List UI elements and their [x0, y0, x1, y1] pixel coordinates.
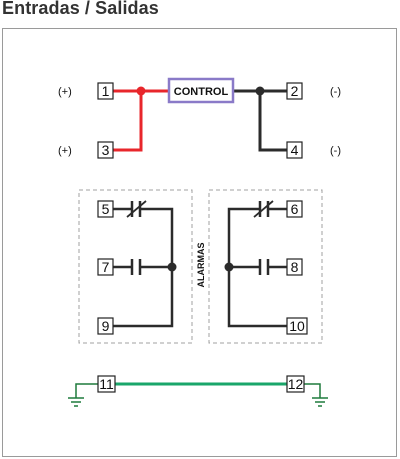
- terminal-7-label: 7: [102, 259, 110, 275]
- terminal-9-label: 9: [102, 318, 110, 334]
- terminal-12: 12: [286, 375, 305, 393]
- positive-wiring: [113, 89, 169, 152]
- terminal-11-label: 11: [99, 376, 114, 392]
- terminal-5-label: 5: [102, 201, 110, 217]
- terminal-1-label: 1: [102, 83, 110, 99]
- control-box: CONTROL: [167, 77, 235, 104]
- ground-lead-right: [302, 383, 321, 398]
- diagram-frame: [2, 28, 397, 457]
- terminal-9: 9: [97, 317, 114, 335]
- terminal-12-label: 12: [288, 376, 304, 392]
- ground-icon-left: [68, 397, 84, 407]
- negative-wiring: [233, 89, 287, 152]
- terminal-2: 2: [286, 82, 303, 100]
- wire-3-branch: [113, 91, 143, 152]
- alarm-box-left: [78, 189, 193, 344]
- control-label: CONTROL: [174, 86, 229, 98]
- terminal-7: 7: [97, 258, 114, 276]
- polarity-2: (-): [330, 86, 341, 98]
- negative-junction: [255, 86, 265, 96]
- right-relay-wiring: [227, 200, 287, 328]
- polarity-4: (-): [330, 145, 341, 157]
- ground-icon-right: [312, 397, 328, 407]
- page-title: Entradas / Salidas: [2, 0, 159, 18]
- positive-junction: [136, 86, 146, 96]
- terminal-2-label: 2: [291, 83, 299, 99]
- terminal-8: 8: [286, 258, 303, 276]
- ground-lead-left: [75, 383, 98, 398]
- polarity-3: (+): [58, 145, 72, 157]
- terminal-4-label: 4: [291, 142, 299, 158]
- polarity-1: (+): [58, 86, 72, 98]
- terminal-6: 6: [286, 200, 303, 218]
- alarm-label: ALARMAS: [196, 243, 206, 288]
- left-relay-junction: [167, 262, 177, 272]
- terminal-5: 5: [97, 200, 114, 218]
- terminal-6-label: 6: [291, 201, 299, 217]
- terminal-3: 3: [97, 141, 114, 159]
- wire-4-branch: [258, 91, 287, 152]
- terminal-4: 4: [286, 141, 303, 159]
- terminal-8-label: 8: [291, 259, 299, 275]
- alarm-box-right: [208, 189, 323, 344]
- terminal-10: 10: [286, 317, 308, 335]
- ground-wiring: [75, 382, 321, 398]
- terminal-3-label: 3: [102, 142, 110, 158]
- left-relay-wiring: [113, 200, 174, 328]
- terminal-11: 11: [97, 375, 116, 393]
- terminal-1: 1: [97, 82, 114, 100]
- terminal-10-label: 10: [289, 318, 305, 334]
- right-relay-junction: [224, 262, 234, 272]
